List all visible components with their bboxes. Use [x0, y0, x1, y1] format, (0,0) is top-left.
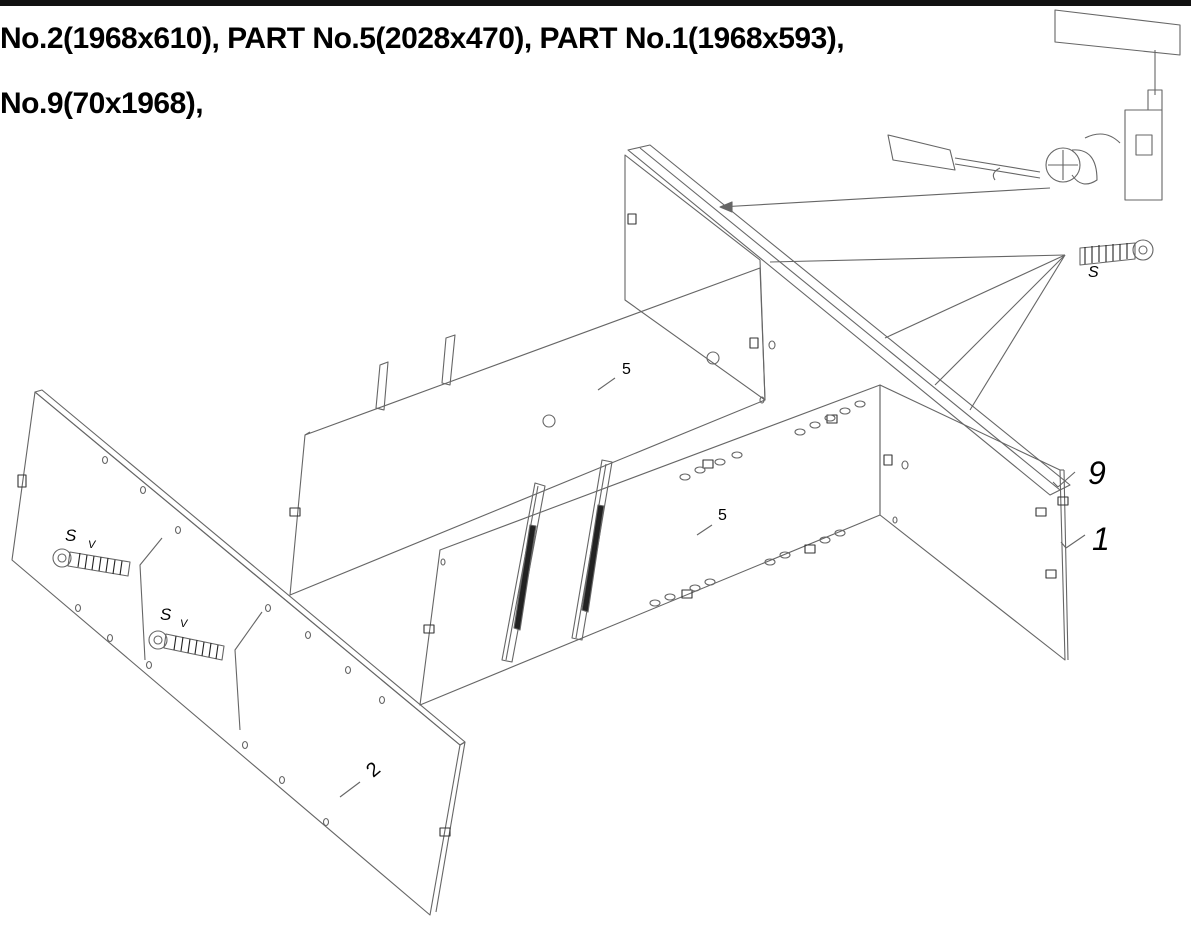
screw-label-left-a: S: [65, 526, 77, 545]
part-5-lower-panel: [419, 384, 881, 706]
top-border-bar: [0, 0, 1191, 6]
detail-inset: [887, 9, 1181, 201]
screw-left-b: [148, 630, 225, 661]
dowel-pins: [17, 213, 1069, 837]
callout-part-1: 1: [1092, 521, 1110, 557]
part-5-upper-panel: [289, 267, 766, 596]
drawer-slide-right: [571, 459, 613, 641]
screw-leader-lines: [719, 187, 1066, 411]
parts-list-line-1: No.2(1968x610), PART No.5(2028x470), PAR…: [0, 22, 845, 55]
callout-part-5-lower: 5: [718, 507, 727, 524]
screw-label-left-b: S: [160, 605, 172, 624]
parts-list-line-2: No.9(70x1968),: [0, 87, 204, 120]
cam-fitting-upper: [542, 351, 720, 428]
screw-mark-left-a: V: [88, 539, 97, 551]
callout-part-5-upper: 5: [622, 361, 631, 378]
screw-top-right: [1079, 239, 1154, 266]
part-1-panel: [624, 154, 1069, 661]
part-2-panel: [11, 389, 466, 916]
callout-part-9: 9: [1088, 455, 1106, 491]
panel-holes: [74, 340, 909, 827]
mounting-bracket-left: [375, 361, 389, 411]
callout-part-2: 2: [362, 758, 385, 782]
callout-arrows: [339, 377, 1086, 798]
drawer-slide-left: [501, 482, 546, 663]
screw-left-a: [52, 548, 131, 577]
screw-mark-left-b: V: [180, 618, 189, 630]
part-9-rail: [627, 144, 1071, 496]
screw-label-top: S: [1088, 264, 1099, 281]
mounting-bracket-right: [441, 334, 456, 386]
left-screw-leaders: [139, 537, 263, 731]
